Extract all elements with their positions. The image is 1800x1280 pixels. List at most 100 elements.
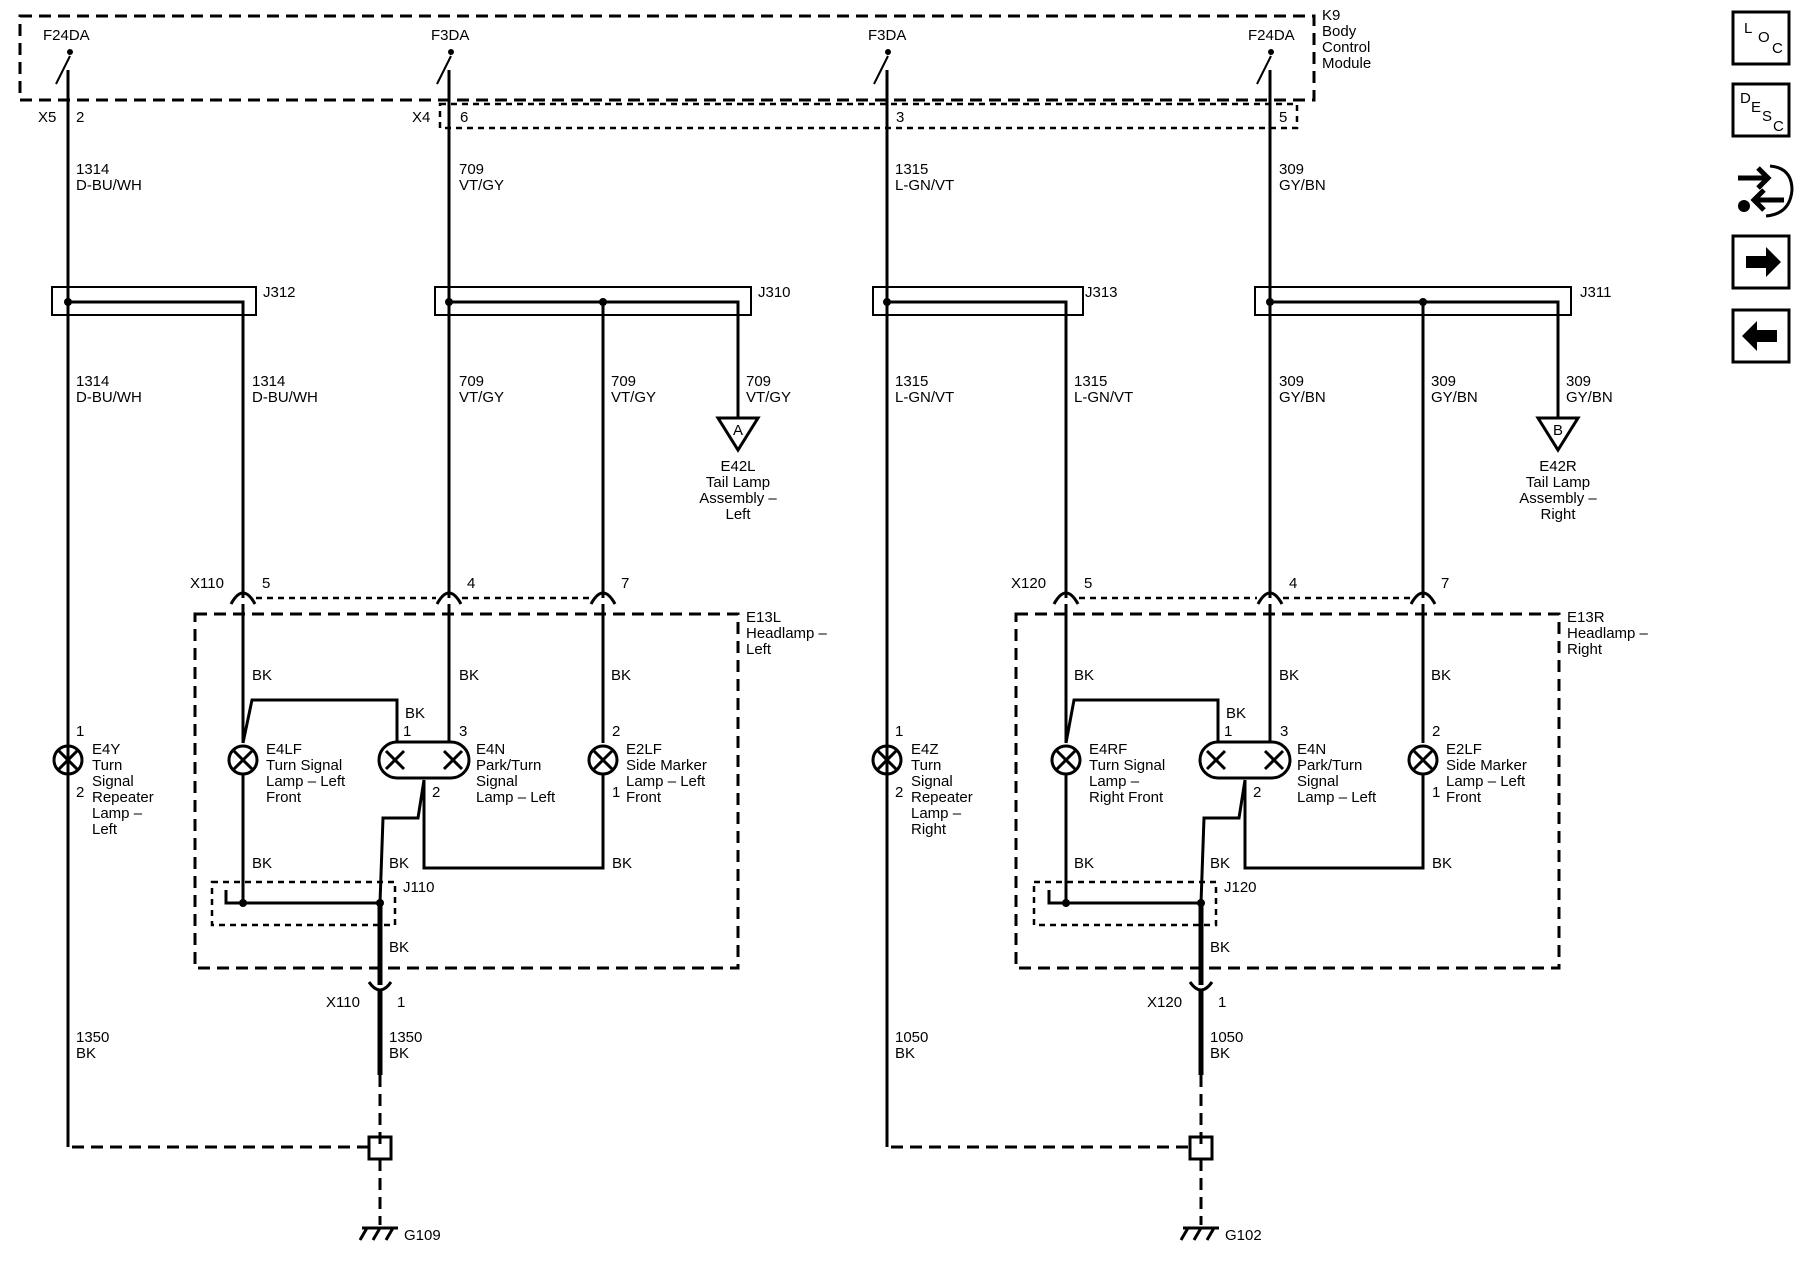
lamp-e4lf: E4LF Turn Signal Lamp – Left Front [227,741,346,806]
lamp-e4y: 1 2 E4Y Turn Signal Repeater Lamp – Left [52,723,154,838]
diagram-label: 3 [896,109,904,126]
diagram-label: F3DA [431,27,469,44]
diagram-label: 2 [1253,784,1261,801]
diagram-label: F24DA [43,27,90,44]
diagram-label: 2 [612,723,620,740]
offpage-connector-b[interactable]: B E42R Tail Lamp Assembly – Right [1519,416,1597,523]
diagram-label: 1050 [895,1029,928,1046]
diagram-label: Headlamp – [1567,625,1649,642]
diagram-label: 3 [1280,723,1288,740]
arrow-right-icon[interactable] [1731,234,1791,290]
diagram-label: 309 [1279,373,1304,390]
diagram-label: Control [1322,39,1370,56]
diagram-label: Lamp – Left [476,789,556,806]
diagram-label: Tail Lamp [706,474,770,491]
diagram-label: E4Y [92,741,120,758]
connector-x5: X5 [38,109,56,126]
diagram-label: VT/GY [459,177,504,194]
diagram-label: BK [1074,667,1094,684]
diagram-label: C [1772,40,1783,57]
diagram-label: 6 [460,109,468,126]
connector-icon[interactable] [1738,164,1794,218]
diagram-label: E2LF [1446,741,1482,758]
diagram-label: 2 [76,109,84,126]
diagram-label: X110 [190,575,224,592]
diagram-label: 5 [1084,575,1092,592]
diagram-label: X120 [1147,994,1182,1011]
diagram-label: Right Front [1089,789,1164,806]
lamp-e4n-right: 1 3 2 E4N Park/Turn Signal Lamp – Left [1198,723,1377,806]
diagram-label: Assembly – [1519,490,1597,507]
desc-button[interactable]: D E S C [1731,82,1791,138]
loc-button[interactable]: L O C [1731,10,1791,66]
arrow-left-icon[interactable] [1731,308,1791,364]
splice-j312: J312 [51,284,296,598]
diagram-label: F24DA [1248,27,1295,44]
offpage-connector-a[interactable]: A E42L Tail Lamp Assembly – Left [699,416,777,523]
diagram-label: 1050 [1210,1029,1243,1046]
diagram-label: F3DA [868,27,906,44]
diagram-label: D-BU/WH [76,177,142,194]
ground-g109: G109 [358,1135,441,1244]
diagram-label: J310 [758,284,791,301]
headlamp-left-boundary: E13L Headlamp – Left [193,609,828,970]
diagram-label: VT/GY [459,389,504,406]
diagram-label: Tail Lamp [1526,474,1590,491]
diagram-label: Right [1567,641,1603,658]
diagram-label: X110 [326,994,360,1011]
wire-label-309: 309 [1279,161,1304,178]
diagram-label: Turn Signal [1089,757,1165,774]
connector-x120: X120 5 4 7 [1011,575,1449,605]
diagram-label: Park/Turn [1297,757,1362,774]
diagram-label: Right [911,821,947,838]
diagram-label: Body [1322,23,1357,40]
diagram-label: Lamp – Left [1446,773,1526,790]
wire-label-1314: 1314 [76,161,109,178]
diagram-label: G102 [1225,1227,1262,1244]
diagram-label: 1 [612,784,620,801]
diagram-label: Turn [92,757,122,774]
diagram-label: B [1553,422,1563,439]
diagram-label: 5 [262,575,270,592]
diagram-label: BK [1210,939,1230,956]
diagram-label: D-BU/WH [76,389,142,406]
diagram-label: Turn [911,757,941,774]
diagram-label: BK [1210,1045,1230,1062]
diagram-label: 1 [397,994,405,1011]
diagram-label: E4Z [911,741,939,758]
diagram-label: BK [389,1045,409,1062]
diagram-label: E4RF [1089,741,1127,758]
diagram-label: VT/GY [746,389,791,406]
diagram-label: 1314 [252,373,285,390]
diagram-label: Assembly – [699,490,777,507]
diagram-label: L-GN/VT [1074,389,1133,406]
diagram-label: 7 [621,575,629,592]
diagram-label: D-BU/WH [252,389,318,406]
diagram-label: Right [1540,506,1576,523]
headlamp-right-boundary: E13R Headlamp – Right [1014,609,1649,970]
diagram-label: Module [1322,55,1371,72]
connector-x110-bottom: X110 1 [326,981,405,1011]
wire-label-709: 709 [459,161,484,178]
diagram-label: 1 [1218,994,1226,1011]
diagram-label: GY/BN [1279,177,1326,194]
lamp-e4n-left: 1 3 2 E4N Park/Turn Signal Lamp – Left [377,723,556,806]
diagram-label: J110 [403,879,434,896]
diagram-label: GY/BN [1279,389,1326,406]
diagram-label: Side Marker [626,757,707,774]
diagram-label: L-GN/VT [895,389,954,406]
diagram-label: J311 [1580,284,1611,301]
diagram-label: S [1762,108,1772,125]
diagram-label: BK [895,1045,915,1062]
diagram-label: Lamp – [911,805,962,822]
diagram-label: Lamp – Left [626,773,706,790]
diagram-label: BK [252,855,272,872]
lamp-e2lf-left: 2 1 E2LF Side Marker Lamp – Left Front [587,723,707,806]
diagram-label: E4LF [266,741,302,758]
fuse-f24da-right: F24DA [1248,27,1295,85]
diagram-label: Front [266,789,302,806]
diagram-label: 1315 [895,373,928,390]
diagram-label: BK [389,855,409,872]
diagram-label: BK [1431,667,1451,684]
